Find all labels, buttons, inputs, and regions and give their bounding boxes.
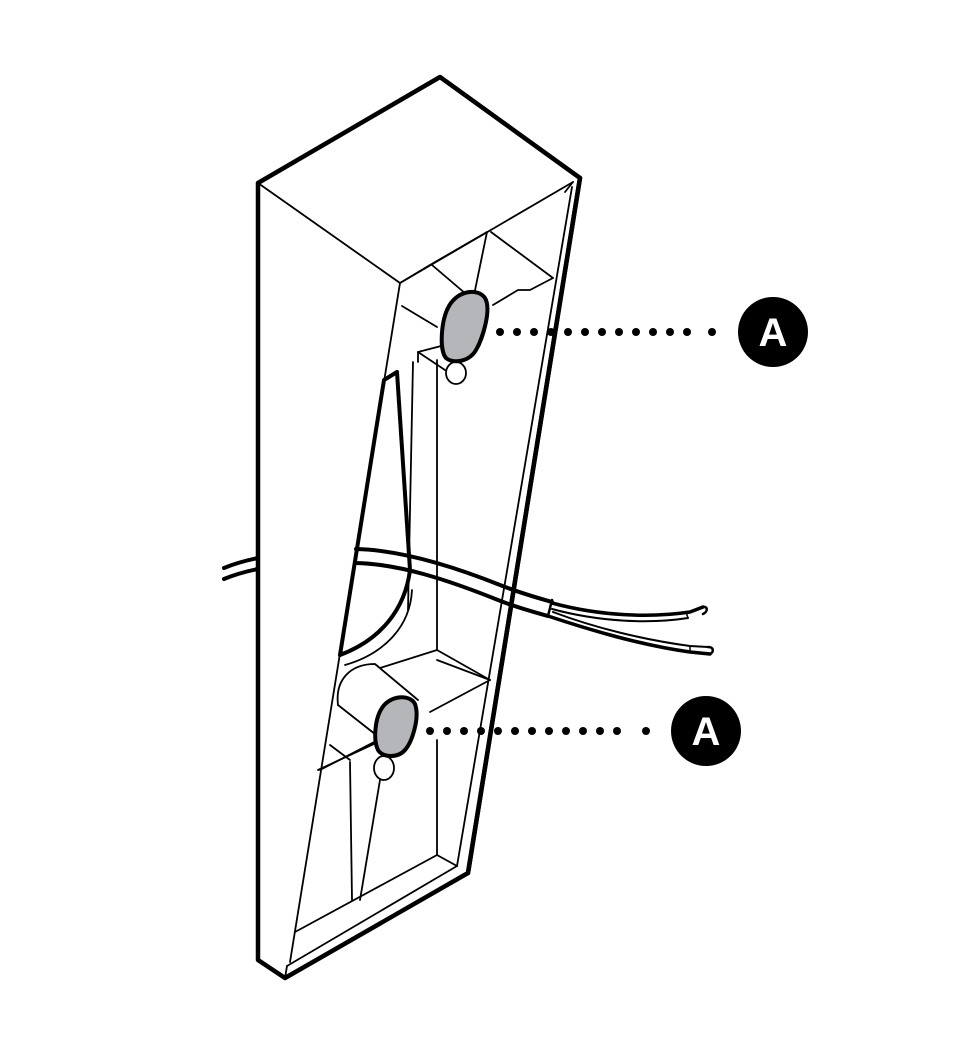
lower-mounting-pad xyxy=(373,695,419,758)
wire-left-stub xyxy=(222,556,260,581)
callout-label-top: A xyxy=(759,311,788,355)
leader-top xyxy=(496,328,716,336)
bracket-cable-slot xyxy=(338,370,413,666)
callout-badge-bottom: A xyxy=(671,696,741,766)
callout-label-bottom: A xyxy=(692,710,721,754)
upper-mounting-pad xyxy=(439,289,490,364)
bracket-outline xyxy=(255,74,583,981)
callout-badge-top: A xyxy=(738,297,808,367)
lower-mounting-boss xyxy=(317,663,419,781)
bracket-right-edge xyxy=(465,175,583,876)
callout-leaders xyxy=(426,328,716,735)
leader-bottom xyxy=(426,727,650,735)
wire-bundle xyxy=(354,547,714,656)
